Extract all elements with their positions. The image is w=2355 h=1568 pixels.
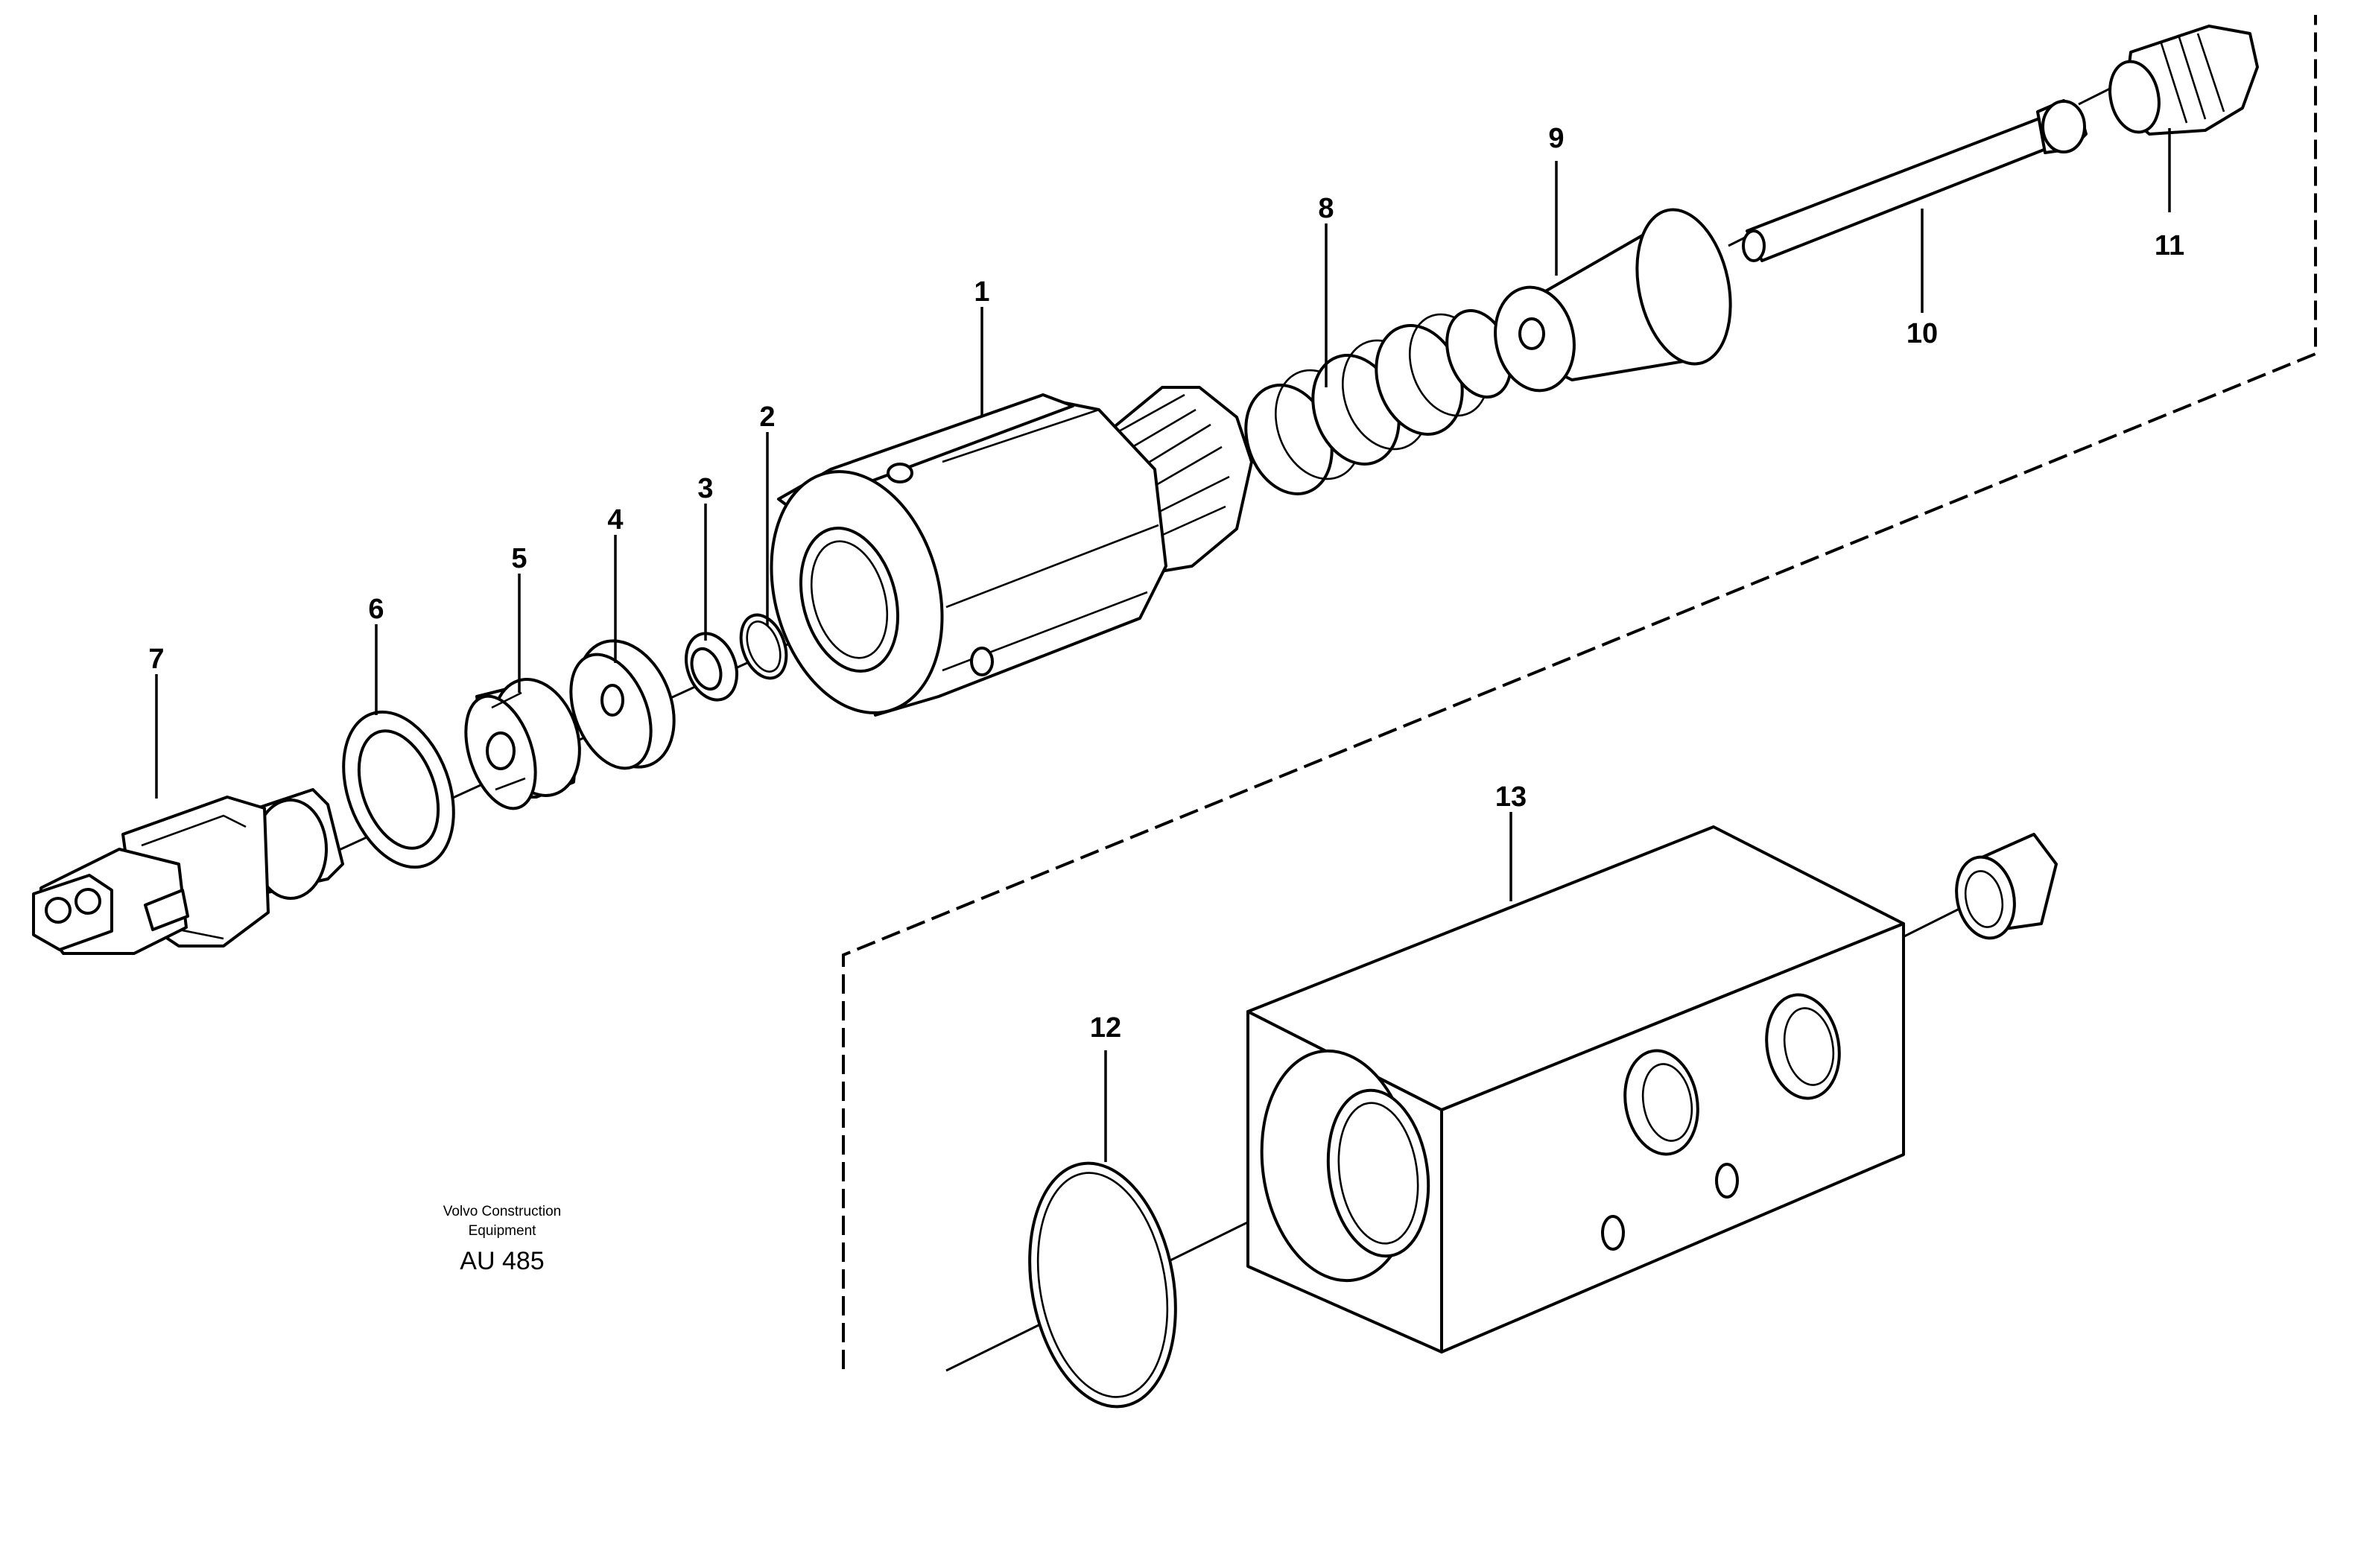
part-10-rod xyxy=(1742,99,2088,262)
callout-3: 3 xyxy=(697,473,713,504)
part-5-seat xyxy=(464,678,581,810)
caption-code: AU 485 xyxy=(460,1247,544,1275)
part-7-sensor xyxy=(32,788,344,955)
part-3-small-washer xyxy=(685,632,738,702)
callout-5: 5 xyxy=(511,543,527,574)
callout-1: 1 xyxy=(974,276,989,308)
callout-12: 12 xyxy=(1090,1012,1121,1044)
callout-6: 6 xyxy=(368,594,384,625)
callout-2: 2 xyxy=(759,401,775,433)
callout-labels: 1 2 3 4 5 6 7 8 9 10 11 12 13 xyxy=(148,123,2184,1044)
part-9-piston xyxy=(1494,208,1732,393)
part-6-washer xyxy=(342,710,455,869)
leader-lines xyxy=(155,128,2171,1162)
part-12-large-o-ring xyxy=(1028,1161,1177,1409)
housing-plug xyxy=(1955,833,2058,940)
part-1-valve-body xyxy=(770,386,1253,717)
callout-13: 13 xyxy=(1495,781,1527,813)
callout-10: 10 xyxy=(1906,318,1938,349)
assembly-dashed-frame xyxy=(842,15,2317,1369)
part-2-o-ring xyxy=(739,613,788,680)
part-8-spring xyxy=(1244,308,1512,495)
callout-8: 8 xyxy=(1318,193,1334,224)
part-4-disc xyxy=(569,639,676,770)
diagram-caption: Volvo Construction Equipment AU 485 xyxy=(443,1204,561,1275)
part-11-plug xyxy=(2108,25,2259,136)
caption-line2: Equipment xyxy=(469,1223,537,1239)
callout-4: 4 xyxy=(607,504,623,536)
caption-line1: Volvo Construction xyxy=(443,1204,561,1219)
part-13-housing xyxy=(1246,825,1905,1353)
callout-7: 7 xyxy=(148,644,164,675)
callout-9: 9 xyxy=(1548,123,1564,154)
callout-11: 11 xyxy=(2155,230,2184,261)
